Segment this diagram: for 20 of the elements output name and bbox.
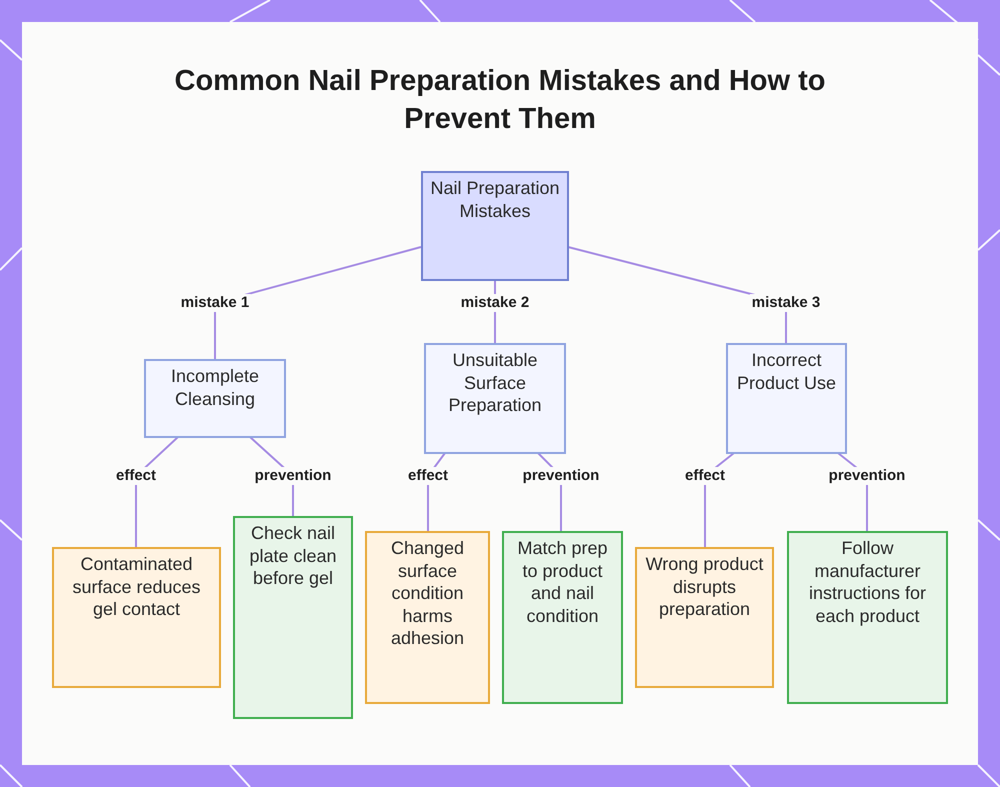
- category-box: Unsuitable Surface Preparation: [424, 343, 566, 454]
- edge-label: mistake 3: [750, 294, 822, 312]
- edge-label: effect: [406, 467, 450, 485]
- effect-box: Changed surface condition harms adhesion: [365, 531, 490, 704]
- edge-label: prevention: [252, 467, 334, 485]
- edge-label: prevention: [520, 467, 602, 485]
- effect-box: Contaminated surface reduces gel contact: [52, 547, 221, 688]
- edge-label: mistake 1: [178, 294, 252, 312]
- effect-box: Wrong product disrupts preparation: [635, 547, 774, 688]
- edge-label: mistake 2: [458, 294, 532, 312]
- prevention-box: Match prep to product and nail condition: [502, 531, 623, 704]
- edge-label: effect: [114, 467, 158, 485]
- diagram-title: Common Nail Preparation Mistakes and How to Prevent Them: [174, 64, 826, 137]
- prevention-box: Follow manufacturer instructions for each product: [787, 531, 948, 704]
- category-box: Incomplete Cleansing: [144, 359, 286, 438]
- prevention-box: Check nail plate clean before gel: [233, 516, 353, 719]
- edge-label: effect: [683, 467, 727, 485]
- root-box: Nail Preparation Mistakes: [421, 171, 569, 281]
- edge-label: prevention: [826, 467, 908, 485]
- category-box: Incorrect Product Use: [726, 343, 847, 454]
